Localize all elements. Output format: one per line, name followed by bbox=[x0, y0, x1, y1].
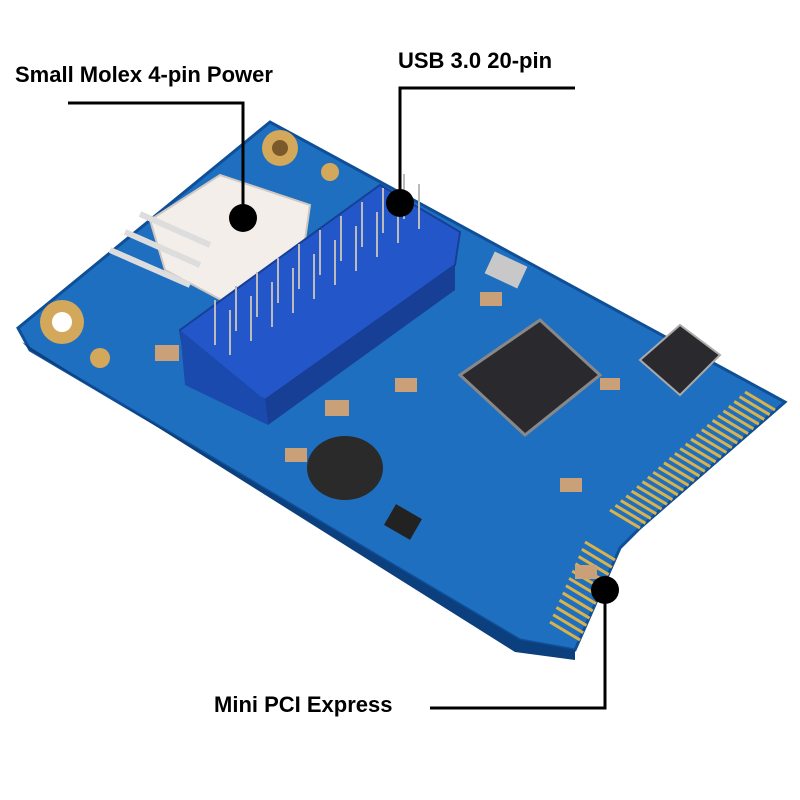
callout-dot-molex bbox=[229, 204, 257, 232]
inductor bbox=[307, 436, 383, 500]
callout-label-mpcie: Mini PCI Express bbox=[214, 692, 393, 717]
callout-label-molex: Small Molex 4-pin Power bbox=[15, 62, 273, 87]
gold-fingers bbox=[549, 390, 776, 642]
callout-dot-mpcie bbox=[591, 576, 619, 604]
callout-dot-usb bbox=[386, 189, 414, 217]
callout-lines bbox=[68, 86, 607, 710]
callout-label-usb: USB 3.0 20-pin bbox=[398, 48, 553, 73]
eeprom-chip bbox=[638, 323, 722, 397]
usb3-20pin-header bbox=[178, 174, 462, 425]
usb-controller-chip bbox=[457, 318, 603, 437]
